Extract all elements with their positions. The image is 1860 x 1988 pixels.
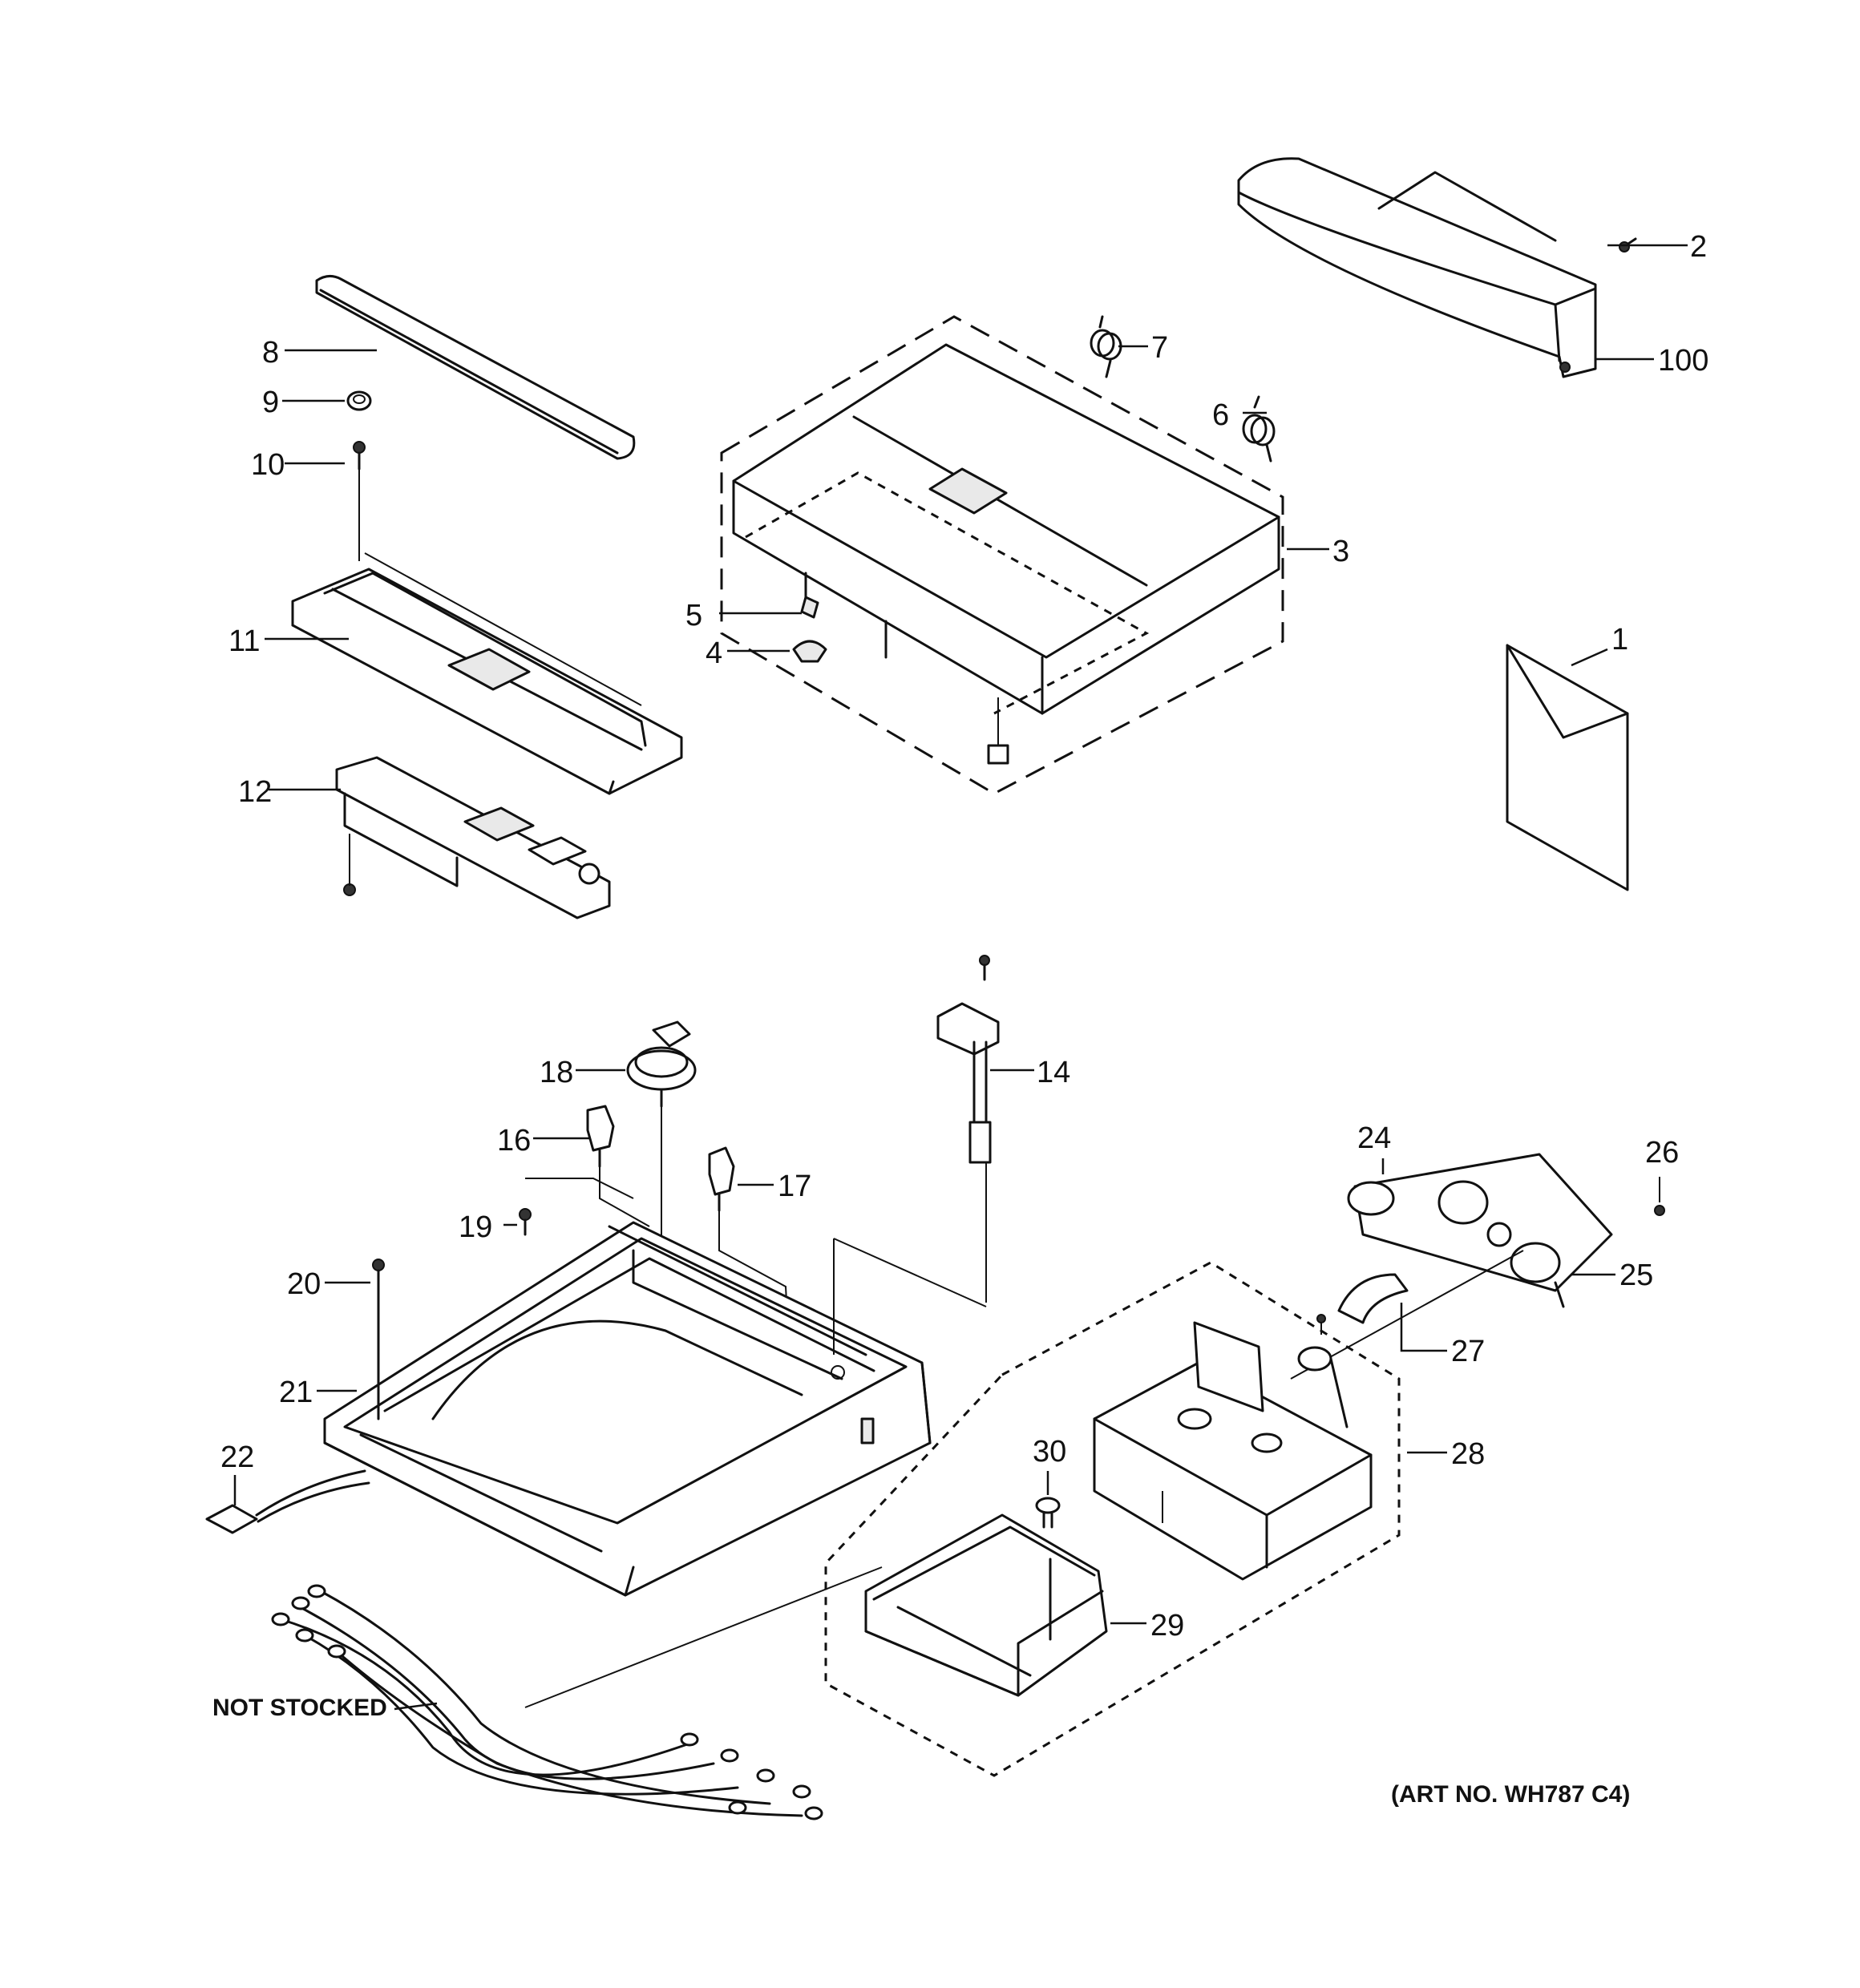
callout-28: 28 xyxy=(1451,1437,1485,1471)
owners-manual-part xyxy=(1506,644,1629,891)
callout-4: 4 xyxy=(706,636,722,670)
art-number-label: (ART NO. WH787 C4) xyxy=(1391,1781,1630,1808)
dispenser-drawer-part xyxy=(864,1513,1108,1697)
callout-20: 20 xyxy=(287,1267,321,1301)
callout-8: 8 xyxy=(262,336,279,370)
callout-3: 3 xyxy=(1332,535,1349,568)
water-valve-part xyxy=(1290,1153,1665,1380)
callout-5: 5 xyxy=(685,599,702,632)
callout-16: 16 xyxy=(497,1124,531,1158)
callout-7: 7 xyxy=(1151,331,1168,365)
hinge-spring-6-part xyxy=(1242,395,1276,463)
pressure-switch-part xyxy=(626,1020,697,1251)
callout-30: 30 xyxy=(1033,1435,1066,1469)
not-stocked-label: NOT STOCKED xyxy=(212,1695,387,1721)
screw-30-part xyxy=(1035,1497,1061,1529)
callout-21: 21 xyxy=(279,1376,313,1409)
callout-10: 10 xyxy=(251,448,285,482)
switch-17-part xyxy=(708,1146,790,1364)
callout-19: 19 xyxy=(459,1210,492,1244)
callout-25: 25 xyxy=(1619,1259,1653,1292)
screw-10-part xyxy=(353,441,366,561)
console-part xyxy=(291,552,683,795)
callout-22: 22 xyxy=(220,1440,254,1474)
callout-100: 100 xyxy=(1658,344,1708,378)
callout-9: 9 xyxy=(262,386,279,419)
screw-20-part xyxy=(372,1259,385,1420)
callout-labels: 2 100 7 6 3 1 5 4 8 9 10 11 12 14 18 16 … xyxy=(220,230,1708,1643)
leader-lines xyxy=(233,244,1688,1711)
switch-16-part xyxy=(586,1105,650,1227)
callout-29: 29 xyxy=(1150,1609,1184,1643)
callout-18: 18 xyxy=(540,1056,573,1089)
callout-1: 1 xyxy=(1611,623,1628,657)
control-board-part xyxy=(335,756,611,919)
callout-24: 24 xyxy=(1357,1121,1391,1155)
callout-17: 17 xyxy=(778,1170,811,1203)
knob-9-part xyxy=(346,390,372,411)
callout-26: 26 xyxy=(1645,1136,1679,1170)
dispenser-assembly-part xyxy=(824,1261,1401,1777)
screw-19-part xyxy=(519,1208,532,1236)
callout-27: 27 xyxy=(1451,1335,1485,1368)
backsplash-cap-part xyxy=(1237,157,1637,378)
control-panel-trim-part xyxy=(315,275,636,460)
sensor-22-part xyxy=(205,1469,370,1534)
callout-11: 11 xyxy=(228,624,260,658)
callout-12: 12 xyxy=(238,775,272,809)
lid-assembly-part xyxy=(720,315,1284,795)
callout-14: 14 xyxy=(1037,1056,1070,1089)
wire-harness xyxy=(271,1566,883,1820)
callout-6: 6 xyxy=(1212,398,1229,432)
top-panel-part xyxy=(323,1178,987,1597)
callout-2: 2 xyxy=(1690,230,1707,264)
lid-switch-part xyxy=(936,955,1000,1303)
hose-27-part xyxy=(1316,1273,1409,1335)
hinge-spring-7-part xyxy=(1090,315,1122,378)
